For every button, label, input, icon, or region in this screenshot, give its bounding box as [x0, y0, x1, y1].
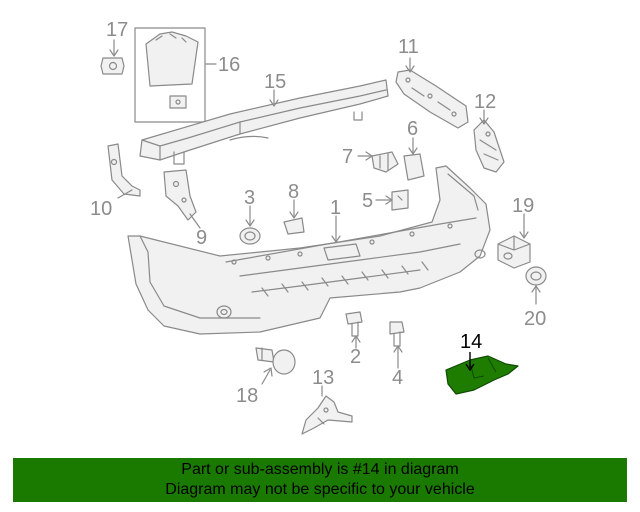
- part-16-mud-guard[interactable]: [134, 27, 206, 123]
- label-12: 12: [474, 91, 496, 113]
- part-11-bracket[interactable]: [395, 69, 469, 129]
- leader-lines: [109, 39, 541, 397]
- label-18: 18: [236, 385, 258, 407]
- label-6: 6: [407, 118, 418, 140]
- label-10: 10: [90, 198, 112, 220]
- label-4: 4: [392, 367, 403, 389]
- label-9: 9: [196, 227, 207, 249]
- part-2-bolt[interactable]: [345, 311, 363, 337]
- part-20-grommet[interactable]: [525, 266, 547, 286]
- label-19: 19: [512, 195, 534, 217]
- label-11: 11: [398, 36, 419, 58]
- part-7-push-clip[interactable]: [371, 151, 399, 173]
- label-1: 1: [330, 197, 341, 219]
- callout-labels: 17 16 15 11 12 6 7 5 8 3 1 10 9 19 20 2 …: [90, 19, 546, 407]
- label-3: 3: [244, 187, 255, 209]
- part-14-highlighted[interactable]: [445, 352, 519, 395]
- part-19-sensor[interactable]: [497, 235, 531, 269]
- part-18-pin[interactable]: [255, 347, 296, 375]
- part-13-bracket[interactable]: [301, 395, 353, 435]
- label-8: 8: [288, 181, 299, 203]
- label-14: 14: [460, 331, 482, 353]
- label-2: 2: [350, 346, 361, 368]
- label-17: 17: [106, 19, 128, 41]
- label-15: 15: [264, 71, 286, 93]
- part-1-bumper-cover[interactable]: [127, 165, 491, 335]
- notice-line-1: Part or sub-assembly is #14 in diagram: [181, 461, 459, 478]
- part-4-bolt[interactable]: [389, 321, 405, 347]
- part-10-bracket[interactable]: [107, 143, 141, 197]
- label-20: 20: [524, 308, 546, 330]
- label-5: 5: [362, 190, 373, 212]
- label-7: 7: [342, 146, 353, 168]
- part-6-block[interactable]: [403, 153, 425, 181]
- fitment-notice-banner: Part or sub-assembly is #14 in diagram D…: [13, 458, 627, 502]
- part-15-reinforcement[interactable]: [139, 79, 389, 165]
- part-12-bracket[interactable]: [473, 119, 505, 173]
- label-16: 16: [218, 54, 240, 76]
- part-8-clip[interactable]: [283, 217, 305, 235]
- part-9-bracket[interactable]: [163, 169, 197, 221]
- label-13: 13: [312, 367, 334, 389]
- notice-line-2: Diagram may not be specific to your vehi…: [165, 481, 475, 498]
- part-17-clip[interactable]: [100, 57, 125, 75]
- part-5-clip[interactable]: [391, 189, 409, 211]
- part-3-grommet[interactable]: [239, 227, 261, 245]
